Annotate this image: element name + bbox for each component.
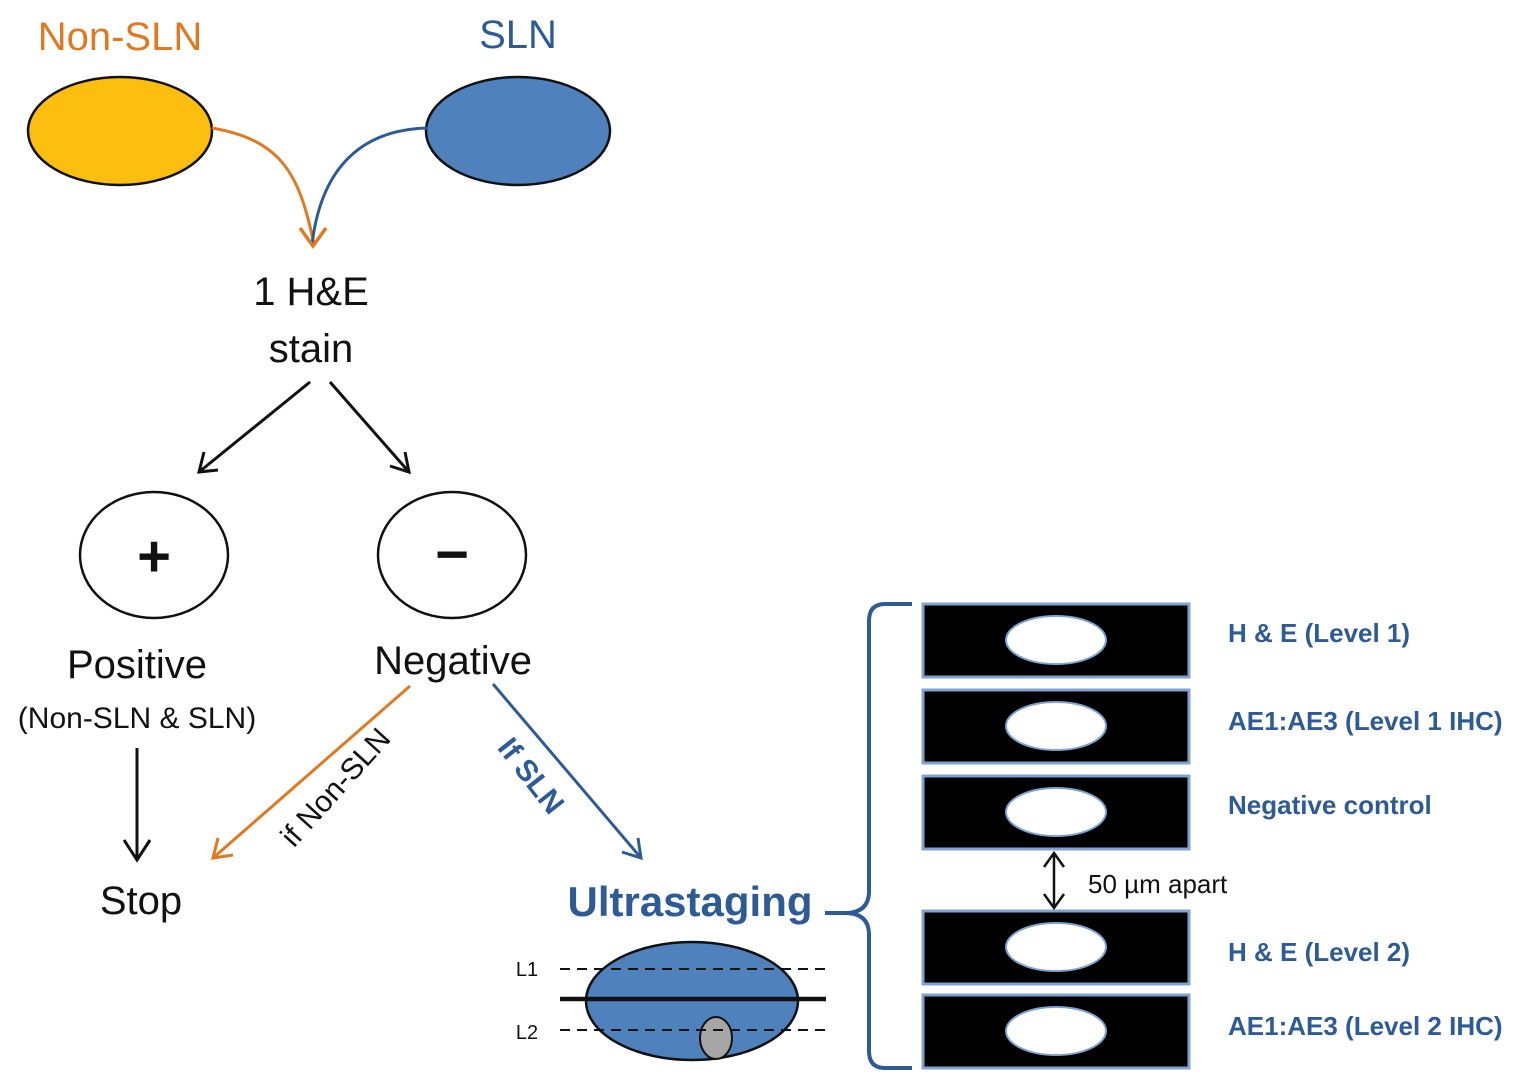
- slide-3-label: Negative control: [1228, 790, 1432, 820]
- slide-1: [921, 602, 1191, 679]
- spacing-arrowhead-down: [1042, 893, 1066, 911]
- negative-result-circle: [376, 490, 528, 620]
- stain-label-line2: stain: [269, 327, 354, 371]
- slide-2: [921, 688, 1191, 765]
- sln-to-stain-arrow: [310, 126, 428, 246]
- level-1-marker: L1: [516, 959, 538, 981]
- slide-5: [921, 993, 1191, 1070]
- stain-arrowhead: [298, 226, 328, 249]
- ultrastaging-title: Ultrastaging: [567, 878, 812, 925]
- negative-to-stop-arrow: [212, 684, 411, 860]
- tumor-focus: [699, 1016, 733, 1060]
- positive-to-stop-arrowhead: [122, 839, 152, 863]
- sln-title: SLN: [479, 13, 557, 57]
- negative-to-ultrastaging-arrowhead: [621, 837, 643, 861]
- if-sln-label: If SLN: [491, 732, 570, 821]
- slide-5-label: AE1:AE3 (Level 2 IHC): [1228, 1011, 1503, 1041]
- non-sln-title: Non-SLN: [38, 15, 203, 59]
- positive-sublabel: (Non-SLN & SLN): [18, 702, 256, 735]
- arrow-to-negative: [328, 381, 411, 473]
- arrow-to-positive: [198, 380, 311, 474]
- negative-label: Negative: [374, 639, 532, 683]
- minus-icon: −: [435, 522, 469, 587]
- sln-node: [424, 75, 612, 187]
- slides-bracket: [825, 602, 912, 1070]
- non-sln-node: [26, 75, 214, 187]
- stain-label-line1: 1 H&E: [253, 270, 369, 314]
- positive-label: Positive: [67, 643, 207, 687]
- arrow-to-positive-head: [197, 451, 219, 474]
- arrow-to-negative-head: [389, 451, 411, 475]
- level-2-marker: L2: [516, 1022, 538, 1044]
- slide-2-label: AE1:AE3 (Level 1 IHC): [1228, 706, 1503, 736]
- non-sln-to-stain-arrow: [211, 126, 316, 246]
- slide-4-label: H & E (Level 2): [1228, 937, 1410, 967]
- slide-4: [921, 909, 1191, 986]
- plus-icon: +: [137, 524, 171, 589]
- spacing-note: 50 µm apart: [1088, 869, 1228, 899]
- negative-to-ultrastaging-arrow: [491, 683, 643, 859]
- positive-result-circle: [78, 490, 230, 620]
- slide-1-label: H & E (Level 1): [1228, 618, 1410, 648]
- spacing-arrowhead-up: [1042, 850, 1066, 868]
- slide-3: [921, 774, 1191, 851]
- stop-label: Stop: [100, 879, 182, 923]
- negative-to-stop-arrowhead: [210, 837, 234, 860]
